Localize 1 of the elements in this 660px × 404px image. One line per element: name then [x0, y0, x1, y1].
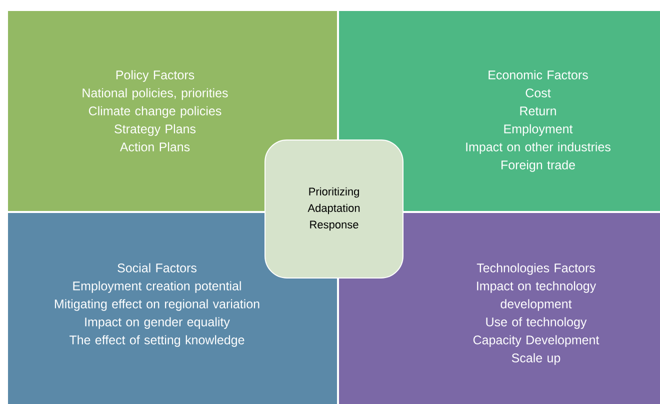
center-rounded-box: Prioritizing Adaptation Response [264, 140, 404, 278]
